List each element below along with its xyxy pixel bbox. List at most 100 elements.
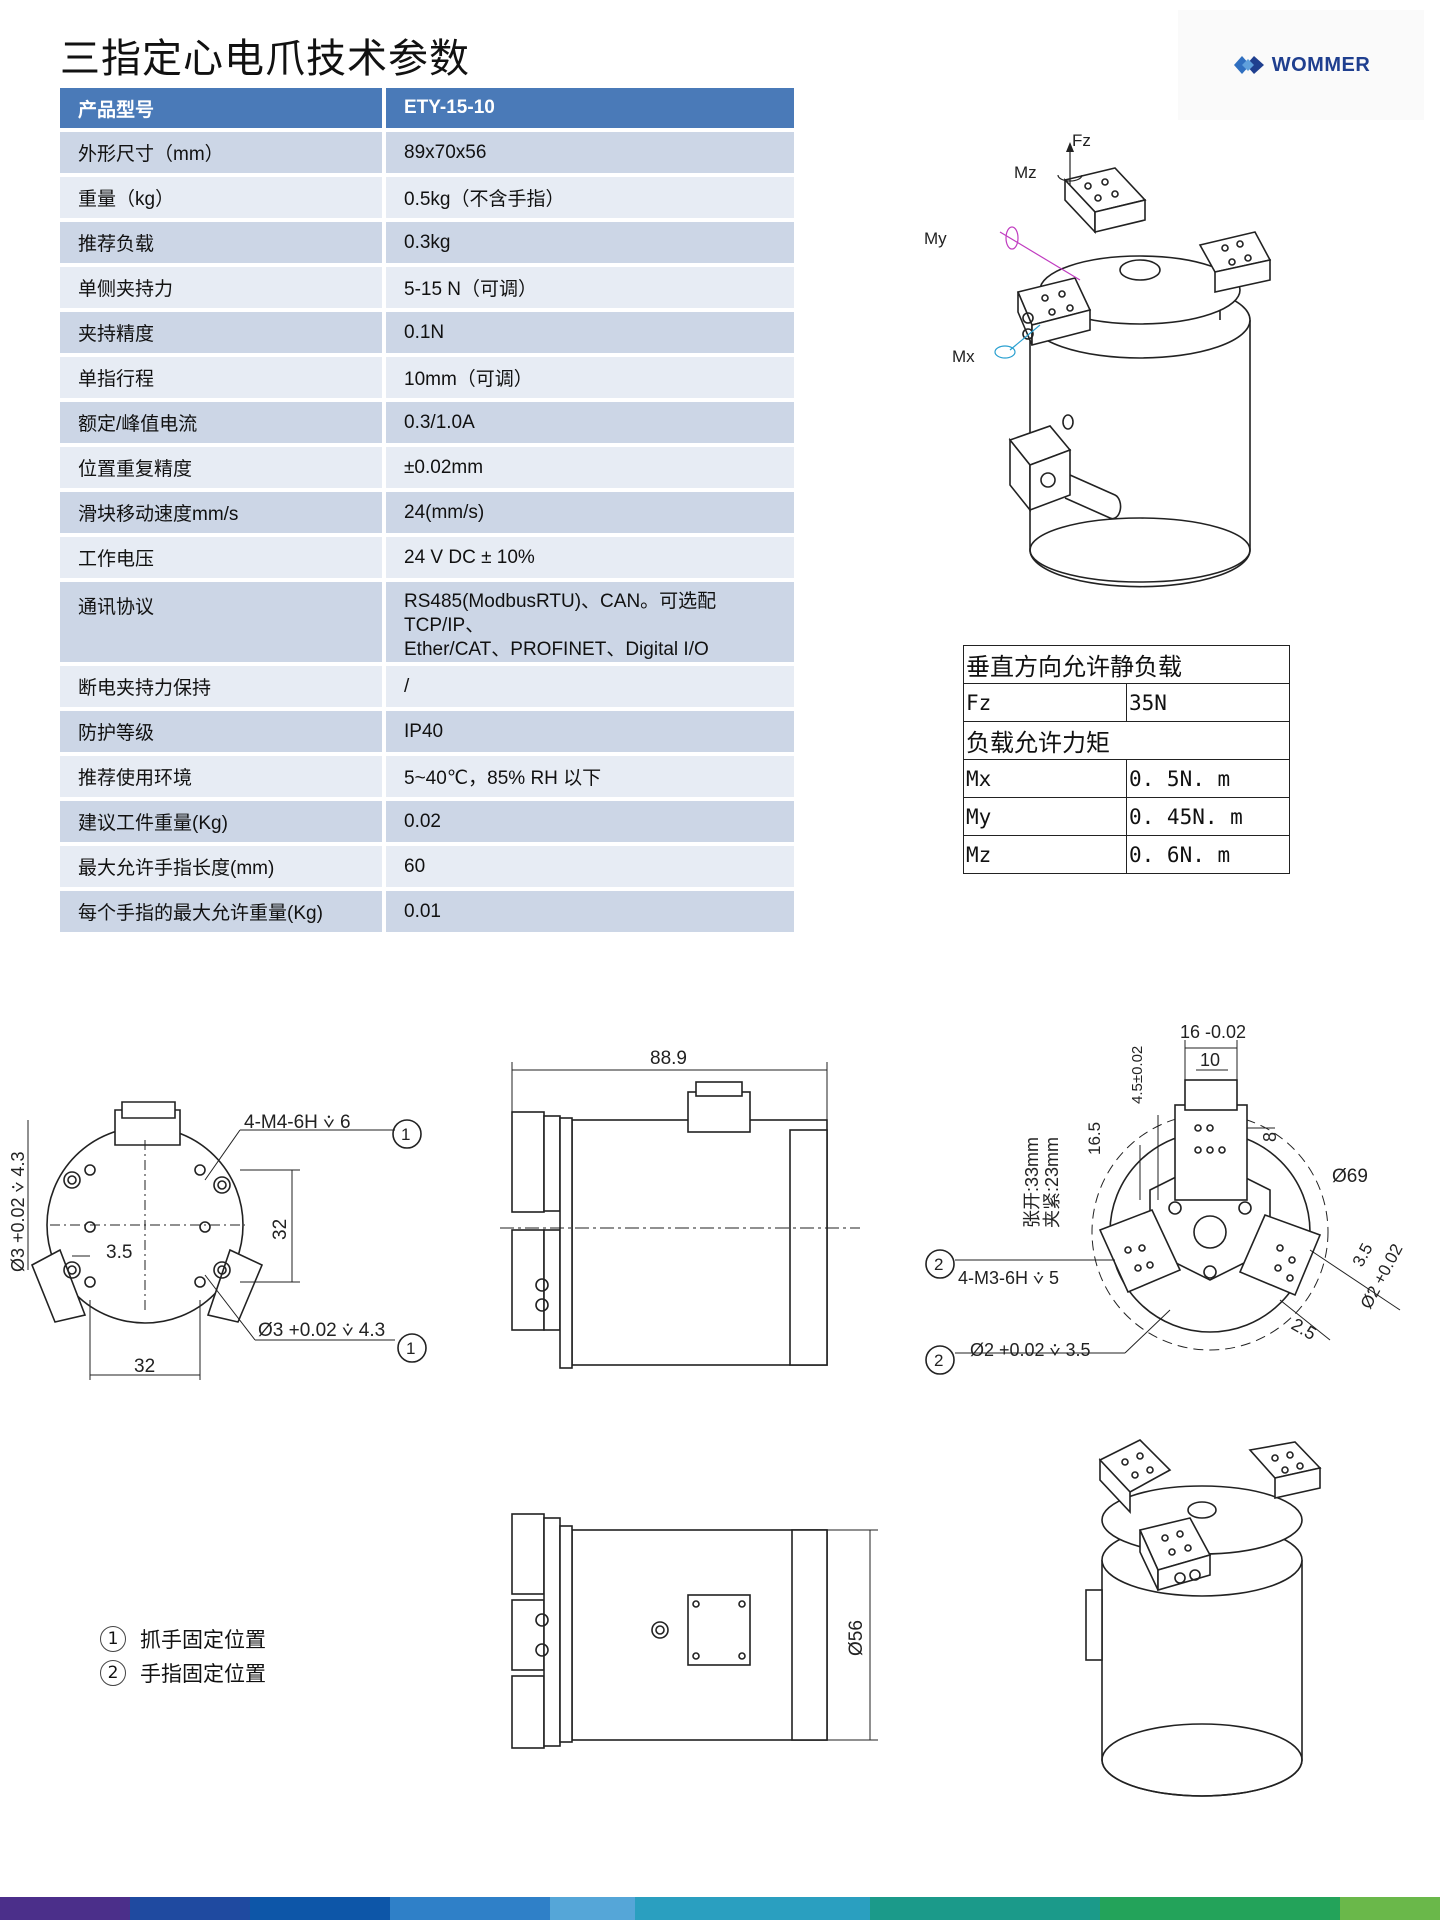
table-row: 最大允许手指长度(mm)60 xyxy=(60,846,794,887)
load-heading-static: 垂直方向允许静负载 xyxy=(963,645,1290,684)
load-value-fz: 35N xyxy=(1126,683,1290,722)
table-row: 每个手指的最大允许重量(Kg)0.01 xyxy=(60,891,794,932)
brand-logo: WOMMER xyxy=(1178,10,1424,120)
spec-value: 24(mm/s) xyxy=(386,492,794,533)
dim-3.5-finger: 3.5 xyxy=(1349,1240,1377,1270)
callout-thread: 4-M4-6H ⩒ 6 xyxy=(244,1112,351,1133)
legend-number: 2 xyxy=(100,1660,126,1686)
axis-label-mx: Mx xyxy=(952,347,975,366)
callout-finger-pin: Ø2 +0.02 ⩒ 3.5 xyxy=(970,1340,1091,1360)
spec-key: 外形尺寸（mm） xyxy=(60,132,386,173)
dim-3.5: 3.5 xyxy=(106,1242,132,1263)
callout-marker: 2 xyxy=(934,1255,943,1274)
spec-value-line2: Ether/CAT、PROFINET、Digital I/O xyxy=(404,639,709,660)
footer-segment xyxy=(635,1897,870,1920)
load-label-mz: Mz xyxy=(963,835,1127,874)
table-row: 断电夹持力保持/ xyxy=(60,666,794,707)
spec-value: 0.02 xyxy=(386,801,794,842)
finger-jaw xyxy=(1198,231,1272,293)
spec-header-value: ETY-15-10 xyxy=(386,88,794,128)
table-row: 负载允许力矩 xyxy=(963,721,1290,760)
footer-segment xyxy=(1100,1897,1340,1920)
table-row: 建议工件重量(Kg)0.02 xyxy=(60,801,794,842)
spec-value: 5-15 N（可调） xyxy=(386,267,794,308)
logo-text: WOMMER xyxy=(1271,53,1371,76)
logo-icon xyxy=(1233,56,1264,74)
legend-number: 1 xyxy=(100,1626,126,1652)
footer-segment xyxy=(250,1897,390,1920)
spec-value: 5~40℃，85% RH 以下 xyxy=(386,756,794,797)
footer-segment xyxy=(0,1897,130,1920)
load-label-mx: Mx xyxy=(963,759,1127,798)
spec-header-key: 产品型号 xyxy=(60,88,386,128)
spec-value: 0.01 xyxy=(386,891,794,932)
callout-pin-hole: Ø3 +0.02 ⩒ 4.3 xyxy=(258,1320,385,1341)
spec-key: 通讯协议 xyxy=(60,582,386,662)
finger-jaw xyxy=(1016,277,1092,347)
axis-label-fz: Fz xyxy=(1072,131,1091,150)
spec-value: 0.1N xyxy=(386,312,794,353)
spec-key: 工作电压 xyxy=(60,537,386,578)
spec-key: 最大允许手指长度(mm) xyxy=(60,846,386,887)
dim-32-horizontal: 32 xyxy=(134,1356,155,1377)
footer-segment xyxy=(390,1897,550,1920)
load-value-mz: 0. 6N. m xyxy=(1126,835,1290,874)
gripper-isometric-drawing: Fz Mz My Mx xyxy=(924,131,1272,588)
footer-segment xyxy=(550,1897,635,1920)
dim-left-pin: Ø3 +0.02 ⩒ 4.3 xyxy=(8,1151,28,1272)
spec-header-row: 产品型号 ETY-15-10 xyxy=(60,88,794,128)
finger-jaw xyxy=(1063,167,1147,235)
dim-4.5: 4.5±0.02 xyxy=(1129,1046,1146,1104)
spec-value: 89x70x56 xyxy=(386,132,794,173)
callout-marker: 2 xyxy=(934,1351,943,1370)
stroke-close: 夹紧:23mm xyxy=(1042,1137,1062,1228)
footer-segment xyxy=(870,1897,1100,1920)
load-label-my: My xyxy=(963,797,1127,836)
spec-value: 0.3/1.0A xyxy=(386,402,794,443)
spec-key: 位置重复精度 xyxy=(60,447,386,488)
spec-value: / xyxy=(386,666,794,707)
callout-marker: 1 xyxy=(401,1125,410,1144)
table-row: 通讯协议 RS485(ModbusRTU)、CAN。可选配TCP/IP、 Ethe… xyxy=(60,582,794,662)
load-label-fz: Fz xyxy=(963,683,1127,722)
spec-value: 0.3kg xyxy=(386,222,794,263)
spec-key: 断电夹持力保持 xyxy=(60,666,386,707)
spec-key: 建议工件重量(Kg) xyxy=(60,801,386,842)
front-view-drawing: 1 1 4-M4-6H ⩒ 6 Ø3 +0.02 ⩒ 4.3 32 3.5 32… xyxy=(8,1101,427,1380)
spec-key: 每个手指的最大允许重量(Kg) xyxy=(60,891,386,932)
spec-key: 防护等级 xyxy=(60,711,386,752)
dim-32-vertical: 32 xyxy=(270,1219,291,1240)
legend-label: 手指固定位置 xyxy=(140,1662,266,1686)
table-row: 垂直方向允许静负载 xyxy=(963,645,1290,684)
legend-label: 抓手固定位置 xyxy=(140,1628,266,1652)
spec-key: 单指行程 xyxy=(60,357,386,398)
axis-label-my: My xyxy=(924,229,947,248)
stroke-open: 张开:33mm xyxy=(1022,1137,1042,1228)
spec-value: ±0.02mm xyxy=(386,447,794,488)
dim-8: 8 xyxy=(1260,1132,1280,1142)
dim-2.5: 2.5 xyxy=(1288,1314,1320,1344)
spec-key: 推荐使用环境 xyxy=(60,756,386,797)
dim-69: Ø69 xyxy=(1332,1166,1368,1187)
footer-color-bar xyxy=(0,1897,1440,1920)
spec-value-line1: RS485(ModbusRTU)、CAN。可选配TCP/IP、 xyxy=(404,591,717,636)
spec-key: 夹持精度 xyxy=(60,312,386,353)
dim-16.5: 16.5 xyxy=(1085,1122,1104,1155)
spec-value: 24 V DC ± 10% xyxy=(386,537,794,578)
table-row: 重量（kg）0.5kg（不含手指） xyxy=(60,177,794,218)
callout-marker: 1 xyxy=(406,1339,415,1358)
footer-segment xyxy=(130,1897,250,1920)
load-value-mx: 0. 5N. m xyxy=(1126,759,1290,798)
callout-finger-thread: 4-M3-6H ⩒ 5 xyxy=(958,1268,1059,1288)
